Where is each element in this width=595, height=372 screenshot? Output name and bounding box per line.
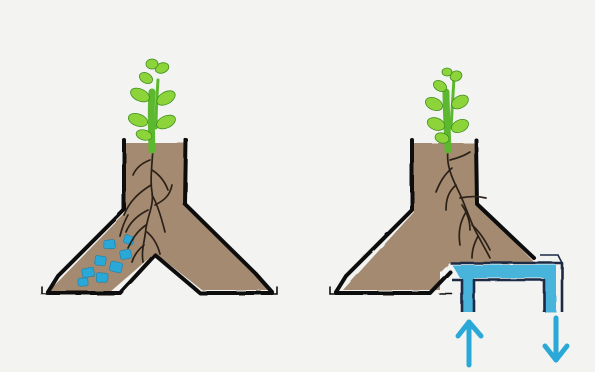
- plant-right: [423, 68, 470, 150]
- arrow-up-icon: [458, 322, 481, 365]
- arrow-down-icon: [545, 318, 567, 360]
- planter-left: [42, 140, 277, 294]
- plant-left: [127, 59, 178, 150]
- planter-right: [330, 140, 562, 312]
- water-pipe: [450, 255, 562, 312]
